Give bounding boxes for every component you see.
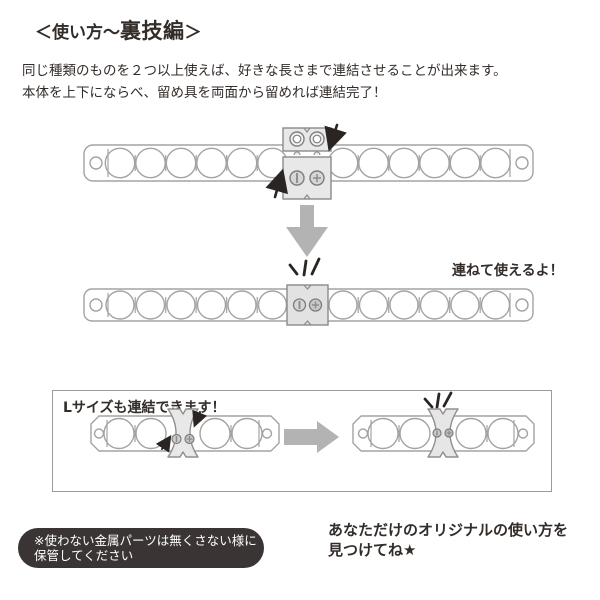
intro-text: 同じ種類のものを２つ以上使えば、好きな長さまで連結させることが出来ます。 本体を… [22,60,507,104]
storage-note-line-1: ※使わない金属パーツは無くさない様に [34,533,257,548]
outro-line-2: 見つけてね★ [328,541,417,559]
page-title-suffix: ＞ [184,23,202,43]
clasp-connector-closed [286,284,329,326]
cell-slits [134,155,481,171]
step1-diagram [83,123,534,200]
end-hole [89,156,103,170]
lsize-section: Lサイズも連結できます！ [52,390,552,492]
lsize-strip-joined [352,391,535,458]
page-title-prefix: ＜使い方～ [35,23,120,43]
page-title: ＜使い方～裏技編＞ [35,15,202,45]
outro-message: あなただけのオリジナルの使い方を 見つけてね★ [328,520,568,560]
end-hole [517,428,529,439]
end-hole [357,428,369,439]
storage-note-line-2: 保管してください [34,548,134,563]
step2-caption: 連ねて使えるよ！ [452,263,564,279]
outro-line-1: あなただけのオリジナルの使い方を [328,521,569,539]
page-title-emphasis: 裏技編 [120,19,185,43]
lsize-strip-open [90,408,280,458]
spool-connector-closed [427,408,459,458]
sparkle-lines-icon [423,391,453,409]
end-hole [89,298,103,312]
sparkle-lines-icon [288,257,321,277]
storage-note: ※使わない金属パーツは無くさない様に 保管してください [18,528,264,568]
small-black-arrow-icons [155,409,208,453]
lsize-diagram [90,391,535,458]
intro-line-1: 同じ種類のものを２つ以上使えば、好きな長さまで連結させることが出来ます。 [22,63,507,79]
end-hole [261,428,273,439]
end-hole [93,428,105,439]
clasp-connector-open [282,127,332,200]
cell-slits [134,297,481,313]
spool-connector-open [167,408,199,458]
block-arrow-right-icon [284,421,339,453]
end-hole [515,298,529,312]
step2-diagram [83,257,534,326]
intro-line-2: 本体を上下にならべ、留め具を両面から留めれば連結完了！ [22,85,387,101]
small-black-arrow-icons [265,123,347,199]
block-arrow-down-icon [286,205,328,257]
end-hole [515,156,529,170]
